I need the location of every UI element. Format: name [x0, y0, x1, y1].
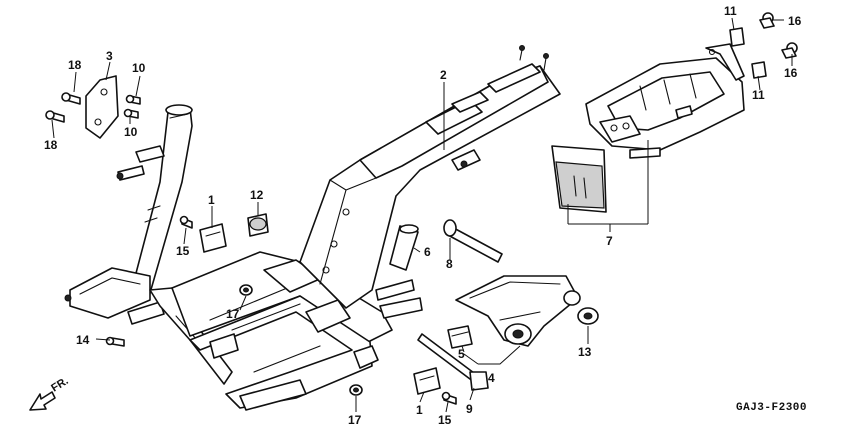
cable-clamp[interactable] — [447, 325, 473, 349]
callout-1-lower: 1 — [416, 403, 423, 417]
callout-13: 13 — [578, 345, 592, 359]
callout-14: 14 — [76, 333, 90, 347]
rear-mud-flap[interactable] — [551, 145, 607, 213]
front-arrow-icon — [29, 391, 56, 411]
rubber-bushing[interactable] — [389, 224, 419, 271]
grommet[interactable] — [247, 213, 269, 237]
grommet-17-upper[interactable] — [239, 284, 253, 296]
callout-1-upper: 1 — [208, 193, 215, 207]
engine-hanger-bolt[interactable] — [443, 219, 503, 263]
callout-5: 5 — [458, 347, 465, 361]
callout-16-lower: 16 — [784, 66, 798, 80]
grommet-17-lower[interactable] — [349, 384, 363, 396]
screw-15-upper[interactable] — [179, 215, 193, 229]
bolt-18-upper[interactable] — [61, 92, 81, 105]
callout-16-upper: 16 — [788, 14, 802, 28]
callout-17-upper: 17 — [226, 307, 240, 321]
callout-10-upper: 10 — [132, 61, 146, 75]
callout-15-upper: 15 — [176, 244, 190, 258]
leader-lines — [51, 17, 793, 413]
nut-11-upper[interactable] — [729, 27, 745, 47]
screw-15-lower[interactable] — [441, 391, 457, 405]
wire-clip-upper[interactable] — [199, 223, 227, 253]
screw-10-upper[interactable] — [125, 94, 141, 105]
rear-seat-bracket[interactable] — [585, 43, 745, 159]
callout-4: 4 — [488, 371, 495, 385]
callout-3: 3 — [106, 49, 113, 63]
flange-nut[interactable] — [577, 307, 599, 325]
bolt-16-upper[interactable] — [759, 12, 775, 29]
callout-11-lower: 11 — [752, 88, 765, 102]
callout-8: 8 — [446, 257, 453, 271]
bolt-18-lower[interactable] — [45, 110, 65, 123]
engine-hanger-link[interactable] — [455, 275, 581, 347]
frame-body[interactable] — [64, 45, 561, 411]
callout-12: 12 — [250, 188, 264, 202]
front-direction-indicator: FR. — [29, 375, 71, 411]
callout-9: 9 — [466, 402, 473, 416]
callout-18-lower: 18 — [44, 138, 58, 152]
callout-15-lower: 15 — [438, 413, 452, 427]
bolt-16-lower[interactable] — [781, 42, 798, 59]
swing-bolt[interactable] — [417, 333, 489, 391]
callout-labels: 1 1 2 3 4 5 6 7 8 9 10 10 11 11 12 13 14… — [44, 4, 802, 427]
nut-11-lower[interactable] — [751, 61, 767, 79]
diagram-code: GAJ3-F2300 — [736, 402, 807, 414]
callout-6: 6 — [424, 245, 431, 259]
callout-18-upper: 18 — [68, 58, 82, 72]
callout-11-upper: 11 — [724, 4, 737, 18]
callout-7: 7 — [606, 234, 613, 248]
screw-10-lower[interactable] — [123, 108, 139, 119]
callout-10-lower: 10 — [124, 125, 138, 139]
screw-14[interactable] — [105, 336, 125, 347]
callout-2: 2 — [440, 68, 447, 82]
wire-clip-lower[interactable] — [413, 367, 441, 395]
callout-17-lower: 17 — [348, 413, 362, 427]
stay-plate[interactable] — [85, 75, 119, 139]
